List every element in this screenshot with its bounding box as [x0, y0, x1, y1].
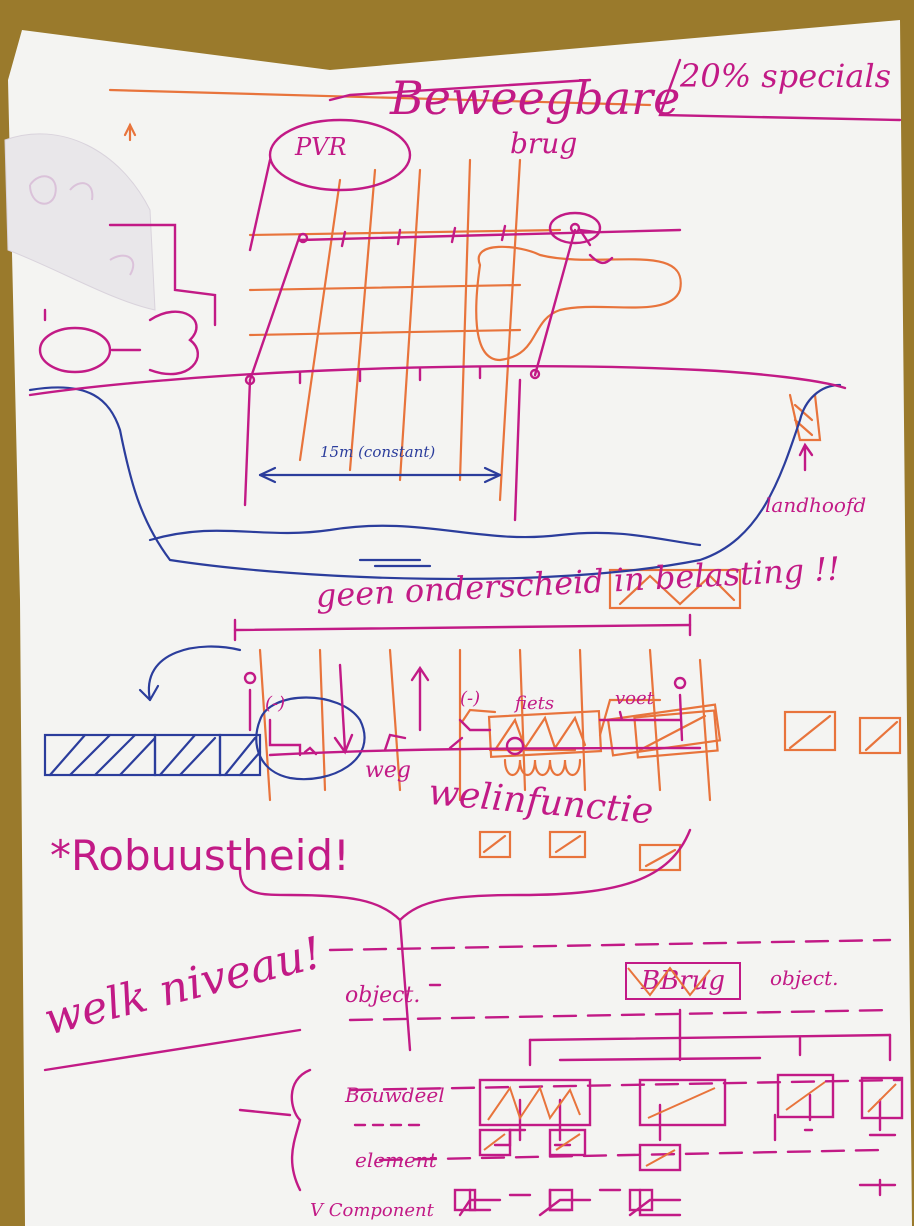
orange-lines	[108, 88, 902, 872]
faded-marks	[29, 175, 135, 276]
object-label-left: object.	[345, 983, 421, 1008]
element-label: element	[355, 1148, 437, 1172]
landhoofd-label: landhoofd	[765, 493, 867, 517]
specials-label: 20% specials	[680, 57, 892, 95]
object-label-right: object.	[770, 966, 839, 990]
title-line2: brug	[510, 127, 578, 160]
torn-corner	[4, 133, 156, 311]
brackets-label-2: (-)	[460, 688, 481, 709]
robuustheid-label: *Robuustheid!	[50, 831, 350, 880]
fiets-label: fiets	[515, 693, 555, 714]
title-line1: Beweegbare	[390, 71, 681, 125]
paper-sheet	[8, 20, 912, 1226]
component-label: V Component	[310, 1200, 434, 1221]
pvr-label: PVR	[295, 133, 347, 161]
bbrug-box-label: BBrug	[625, 962, 742, 1000]
blue-lines	[28, 383, 842, 781]
weg-label: weg	[365, 758, 411, 783]
voet-label: voet	[615, 688, 654, 709]
span-label: 15m (constant)	[320, 443, 436, 461]
brackets-label: (-)	[265, 693, 286, 714]
bouwdeel-label: Bouwdeel	[345, 1083, 445, 1107]
